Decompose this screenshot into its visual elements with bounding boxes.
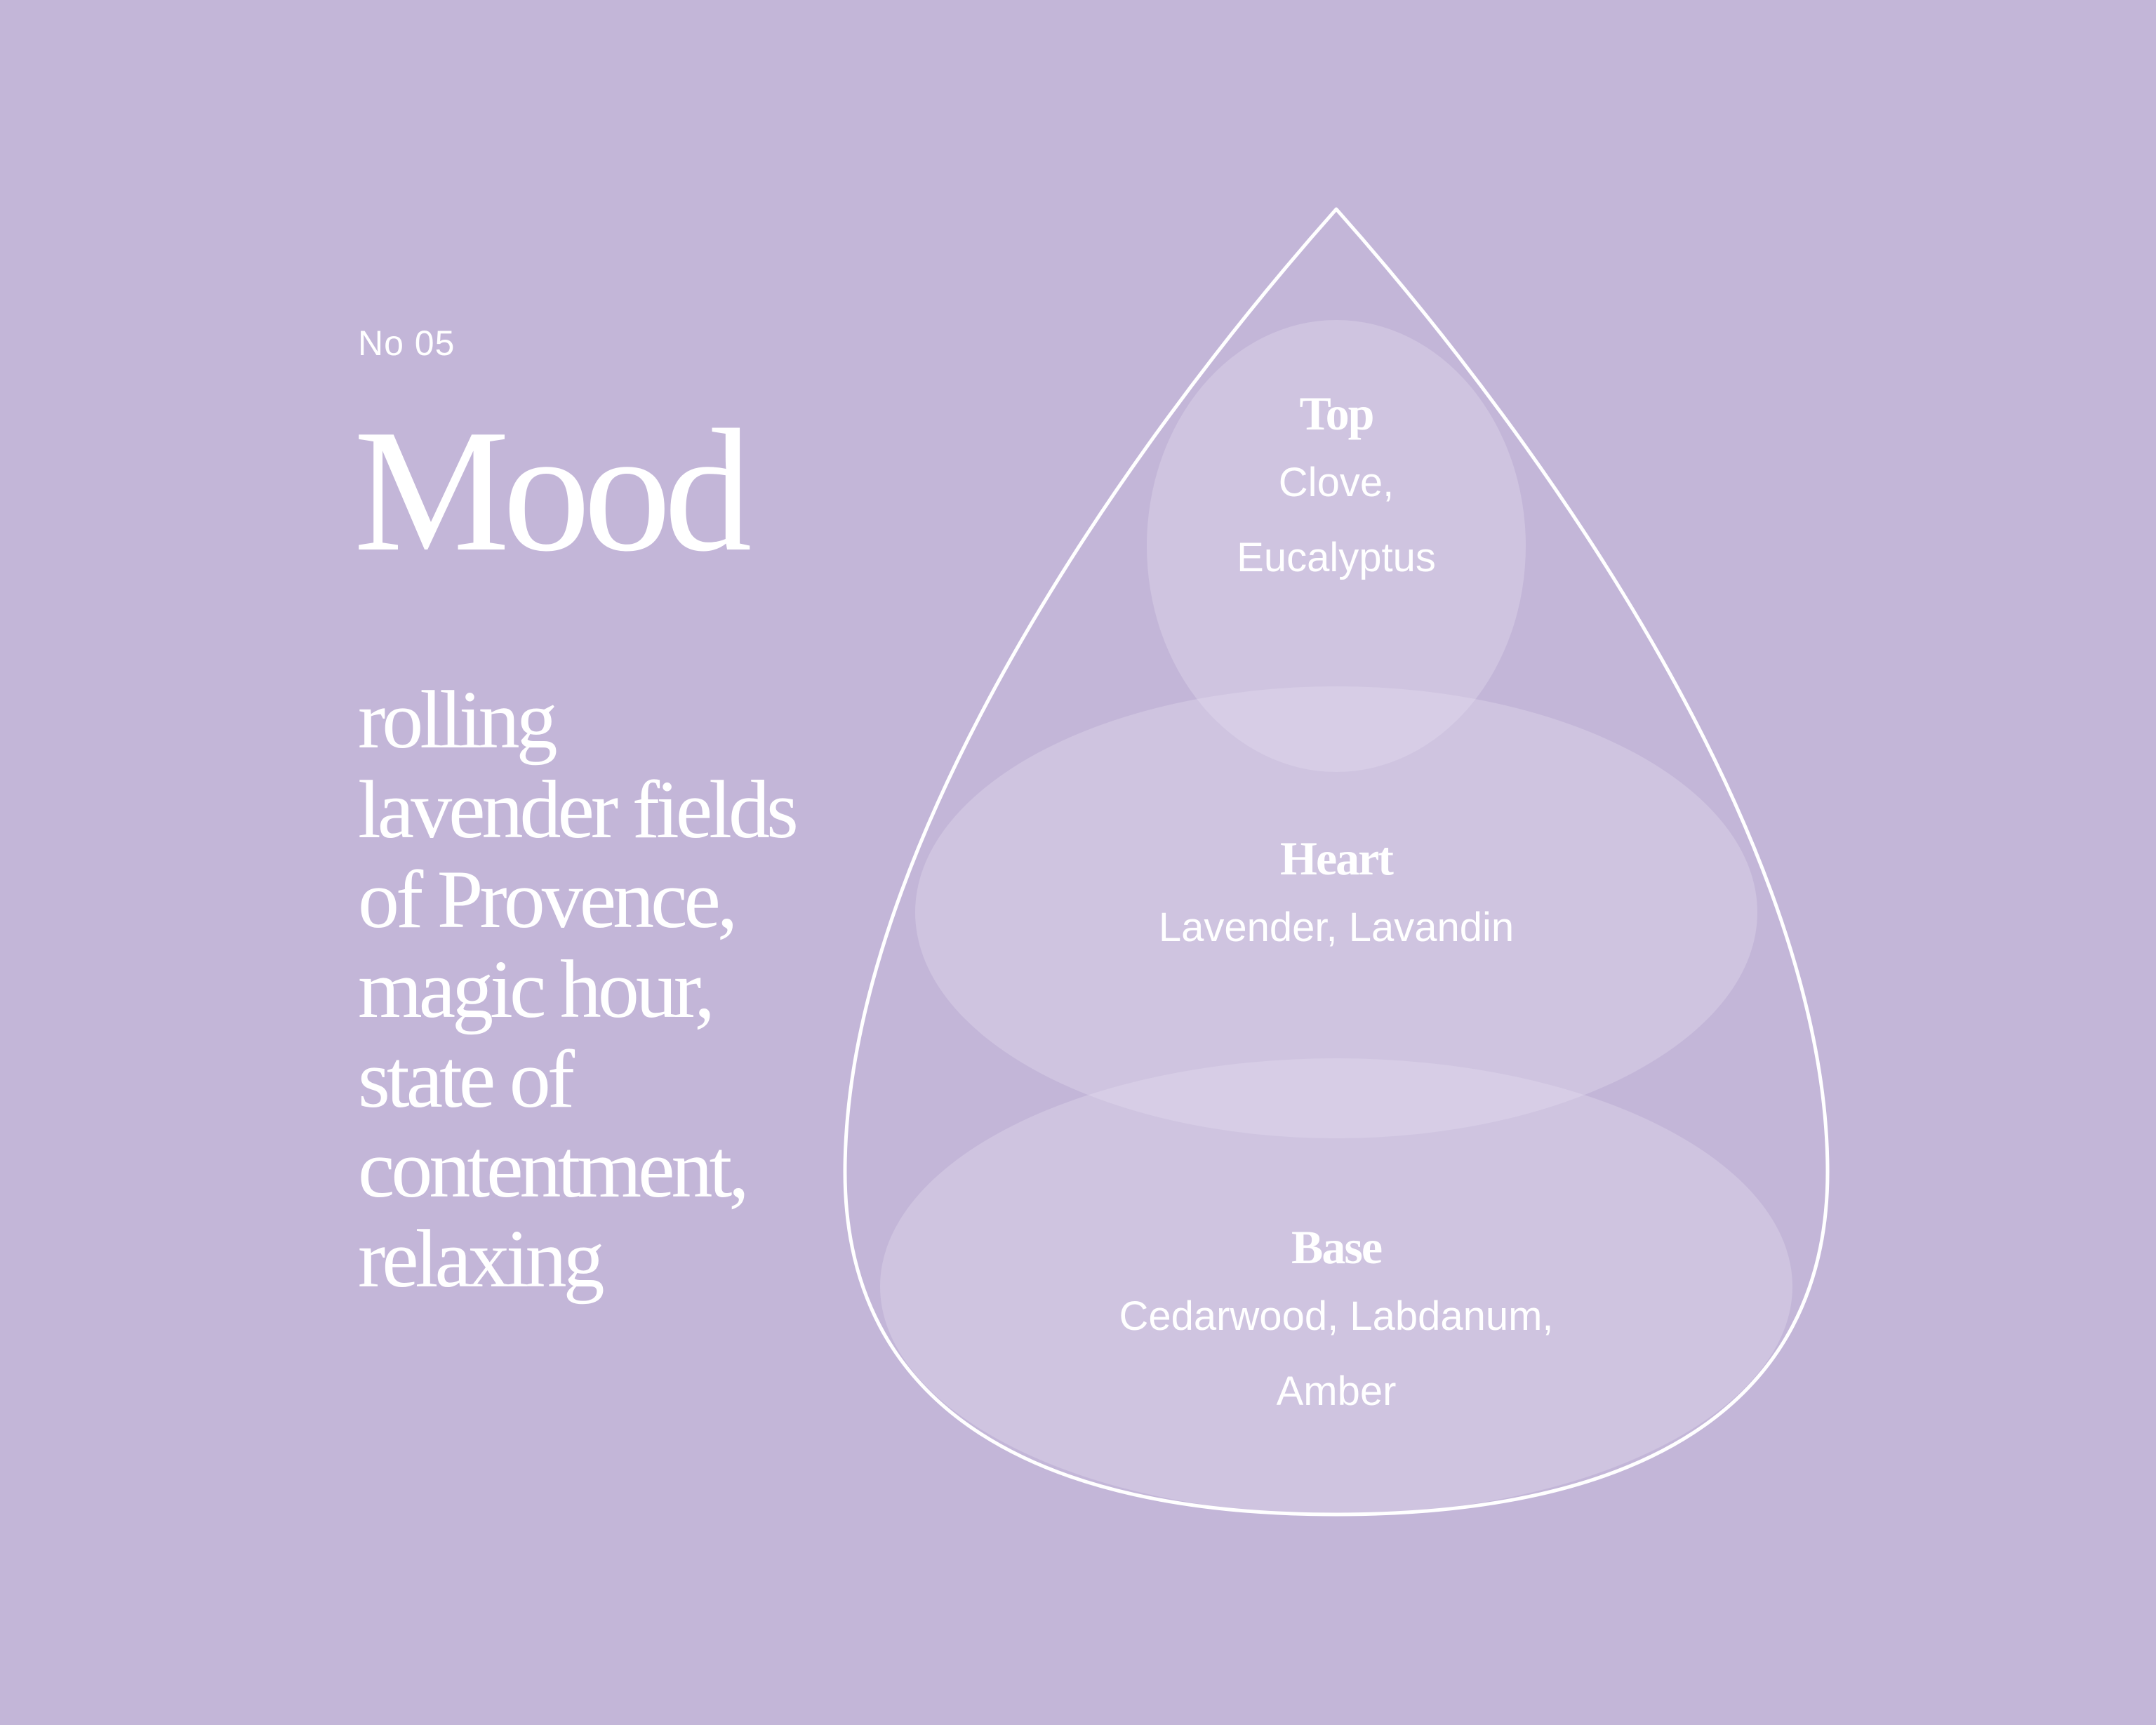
top-note-tier: Top: [1299, 387, 1375, 440]
mood-line: of Provence,: [358, 853, 738, 945]
edition-number: No 05: [358, 324, 455, 363]
mood-line: relaxing: [358, 1213, 605, 1305]
heart-note: Heart Lavender, Lavandin: [915, 827, 1757, 965]
mood-line: magic hour,: [358, 943, 715, 1035]
mood-line: rolling: [358, 674, 558, 766]
base-note: Base Cedarwood, Labdanum, Amber: [915, 1216, 1757, 1429]
top-note-ingredients: Clove, Eucalyptus: [1237, 460, 1436, 580]
mood-description: rolling lavender fields of Provence, mag…: [358, 675, 919, 1304]
page-title: Mood: [354, 394, 752, 588]
heart-note-ingredients: Lavender, Lavandin: [1158, 905, 1515, 950]
top-note: Top Clove, Eucalyptus: [915, 382, 1757, 595]
drop-outline-icon: [843, 207, 1830, 1517]
heart-note-tier: Heart: [1280, 832, 1394, 885]
top-note-bubble: [1147, 320, 1526, 772]
heart-note-bubble: [915, 686, 1757, 1138]
base-note-bubble: [880, 1058, 1792, 1514]
base-note-ingredients: Cedarwood, Labdanum, Amber: [1119, 1293, 1554, 1414]
mood-line: lavender fields: [358, 764, 799, 855]
mood-line: state of: [358, 1033, 575, 1125]
mood-line: contentment,: [358, 1123, 750, 1215]
base-note-tier: Base: [1291, 1220, 1383, 1274]
